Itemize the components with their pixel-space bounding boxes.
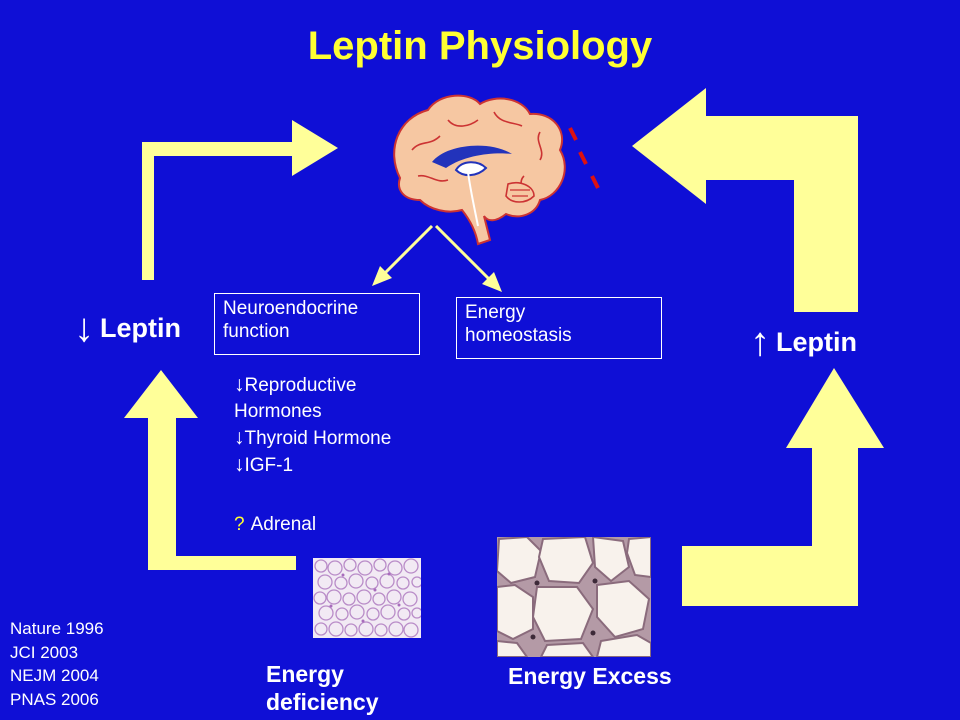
low-leptin-label: ↓Leptin <box>74 306 181 351</box>
brain-output-arrows <box>372 224 502 292</box>
energy-homeostasis-box: Energy homeostasis <box>456 297 662 359</box>
reference-item: PNAS 2006 <box>10 689 99 709</box>
energy-homeostasis-line-2: homeostasis <box>465 325 572 346</box>
energy-deficiency-label: Energy deficiency <box>266 661 379 715</box>
reference-item: Nature 1996 <box>10 619 104 638</box>
neuroendocrine-line-2: function <box>223 321 290 342</box>
adrenal-effect: ?Adrenal <box>234 514 317 535</box>
small-adipocytes-micrograph <box>313 558 421 638</box>
reference-item: JCI 2003 <box>10 642 79 662</box>
effect-item: ↓Thyroid Hormone <box>234 426 392 449</box>
up-arrow-icon: ↑ <box>750 320 770 364</box>
low-leptin-text: Leptin <box>100 313 181 343</box>
blocked-signal-marks <box>568 127 600 189</box>
decrease-arrow-icon: ↓ <box>234 373 245 396</box>
effect-item: Hormones <box>234 401 322 422</box>
energy-excess-label: Energy Excess <box>508 663 672 689</box>
high-leptin-label: ↑Leptin <box>750 320 857 365</box>
deficiency-to-low-leptin-arrow <box>124 370 296 570</box>
decrease-arrow-icon: ↓ <box>234 453 245 476</box>
large-adipocytes-micrograph <box>497 537 651 657</box>
down-arrow-icon: ↓ <box>74 306 94 350</box>
neuroendocrine-function-box: Neuroendocrine function <box>214 293 420 355</box>
references-list: Nature 1996 JCI 2003 NEJM 2004 PNAS 2006 <box>10 617 104 711</box>
effect-item: ↓IGF-1 <box>234 453 294 476</box>
decrease-arrow-icon: ↓ <box>234 426 245 449</box>
page-title: Leptin Physiology <box>307 24 653 68</box>
effect-item: ↓Reproductive <box>234 373 357 396</box>
high-leptin-to-brain-arrow <box>632 88 858 312</box>
high-leptin-text: Leptin <box>776 327 857 357</box>
brain-illustration <box>393 94 566 246</box>
question-mark-icon: ? <box>234 514 245 535</box>
reference-item: NEJM 2004 <box>10 666 99 685</box>
energy-homeostasis-line-1: Energy <box>465 302 526 323</box>
neuroendocrine-effects-list: ↓Reproductive Hormones ↓Thyroid Hormone … <box>234 372 391 479</box>
excess-to-high-leptin-arrow <box>682 368 884 606</box>
signal-to-brain-arrow <box>142 120 338 280</box>
neuroendocrine-line-1: Neuroendocrine <box>223 298 359 319</box>
